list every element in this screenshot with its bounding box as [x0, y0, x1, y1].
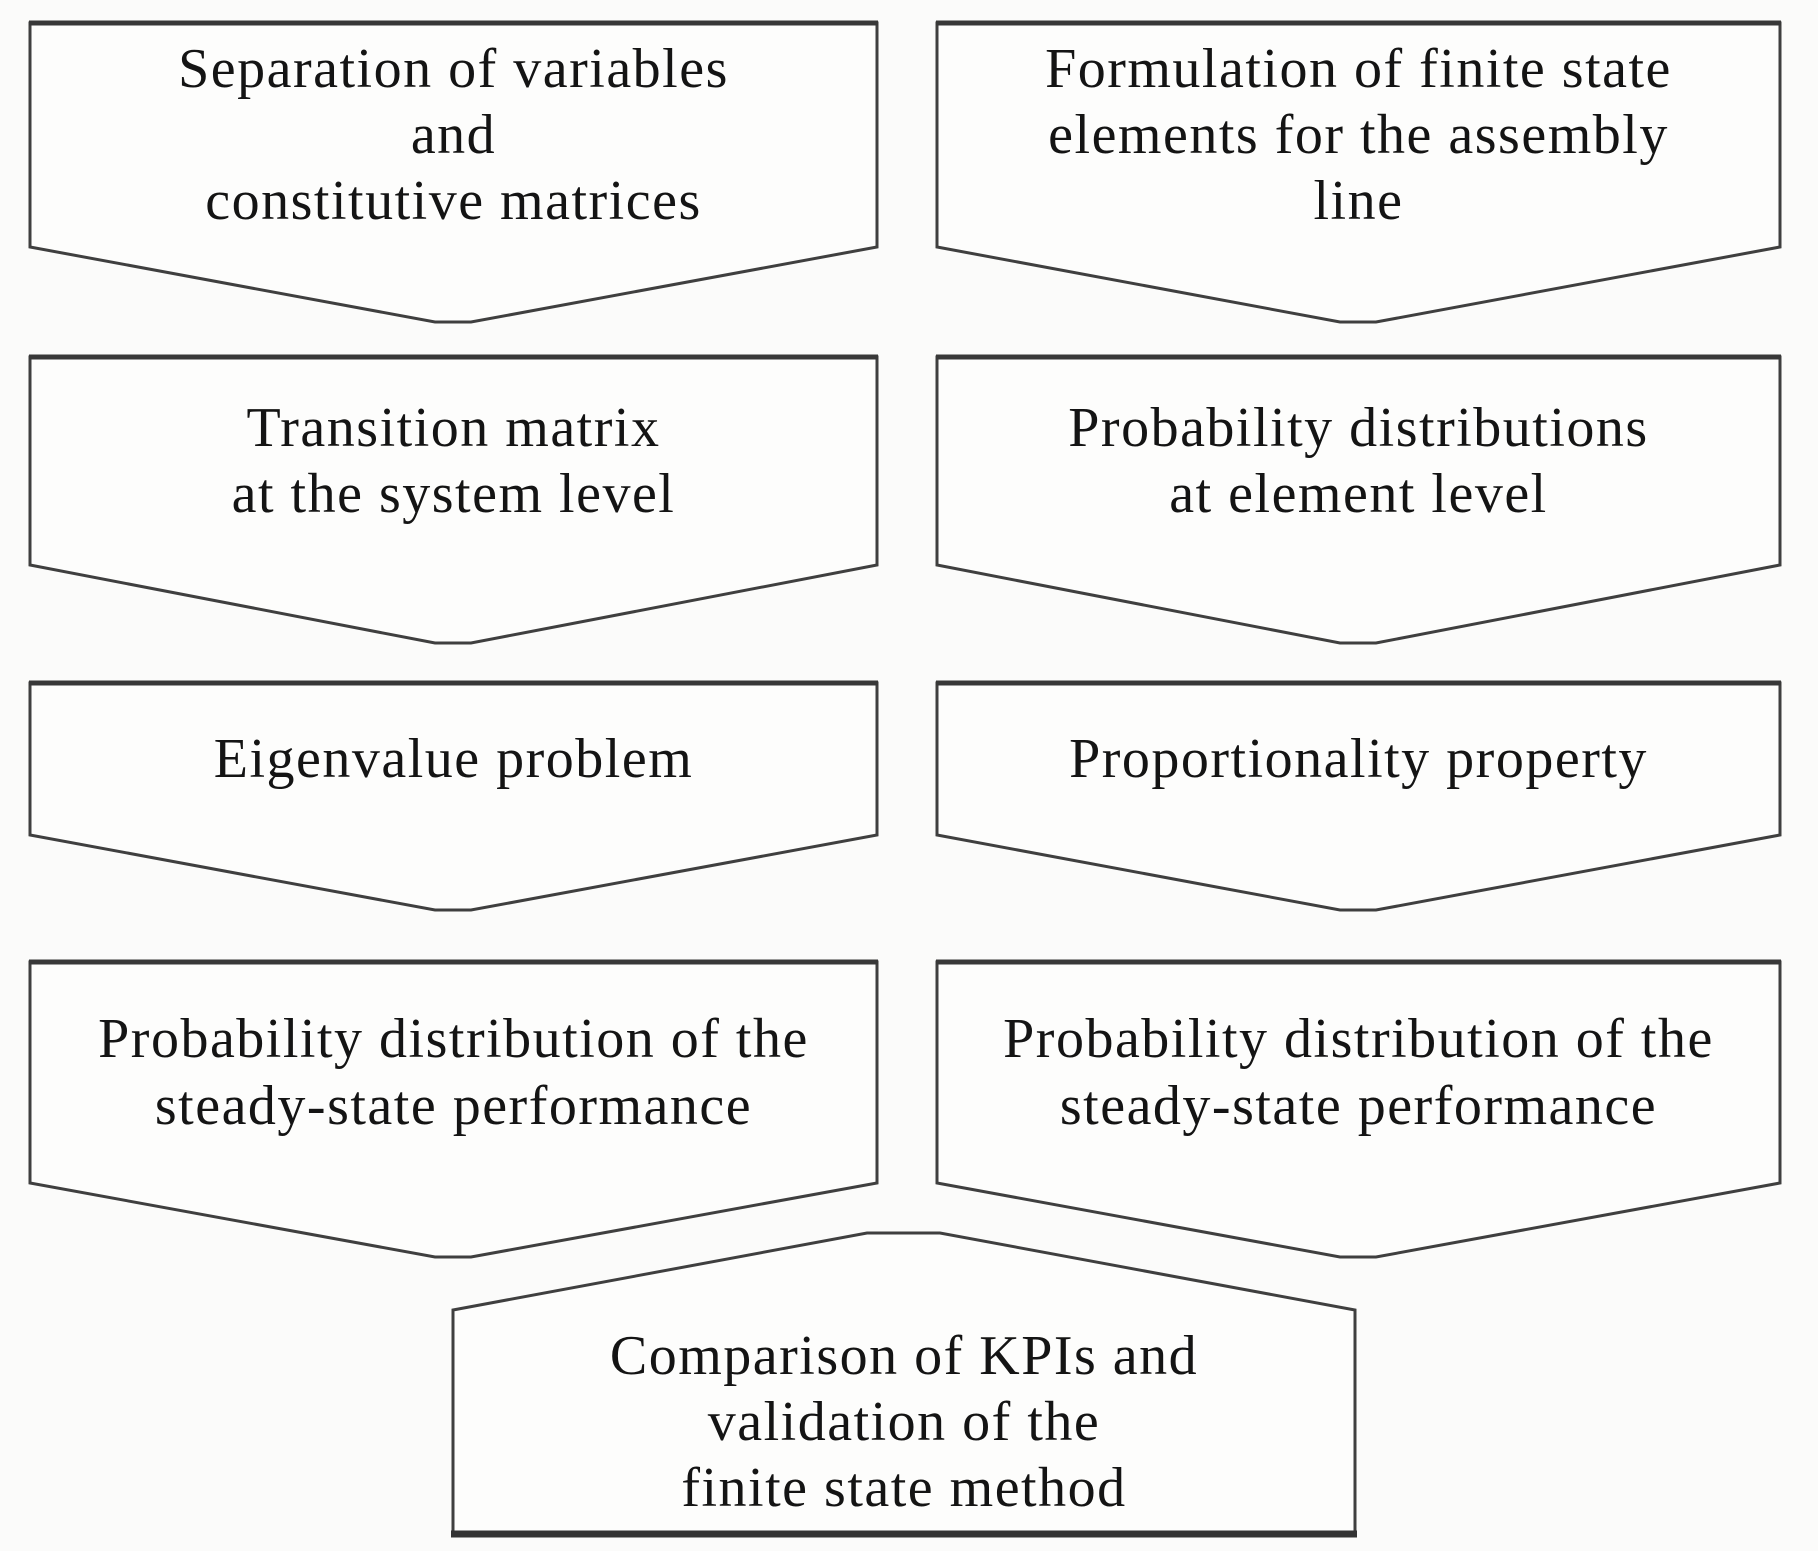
- flow-box-separation-of-variables-label: Separation of variables and constitutive…: [178, 37, 729, 233]
- flow-box-probability-distributions-element-label: Probability distributions at element lev…: [1068, 396, 1649, 525]
- flow-box-formulation-finite-state-elements-label: Formulation of finite state elements for…: [1045, 37, 1672, 233]
- flow-box-probability-distribution-steady-left-label: Probability distribution of the steady-s…: [98, 1008, 809, 1137]
- flow-box-comparison-kpis-validation-label: Comparison of KPIs and validation of the…: [609, 1324, 1199, 1520]
- flow-box-probability-distribution-steady-right-label: Probability distribution of the steady-s…: [1003, 1008, 1714, 1137]
- flow-box-proportionality-property-label: Proportionality property: [1069, 727, 1648, 790]
- flow-box-transition-matrix-system-level-label: Transition matrix at the system level: [231, 396, 676, 525]
- flow-box-eigenvalue-problem-label: Eigenvalue problem: [213, 727, 694, 790]
